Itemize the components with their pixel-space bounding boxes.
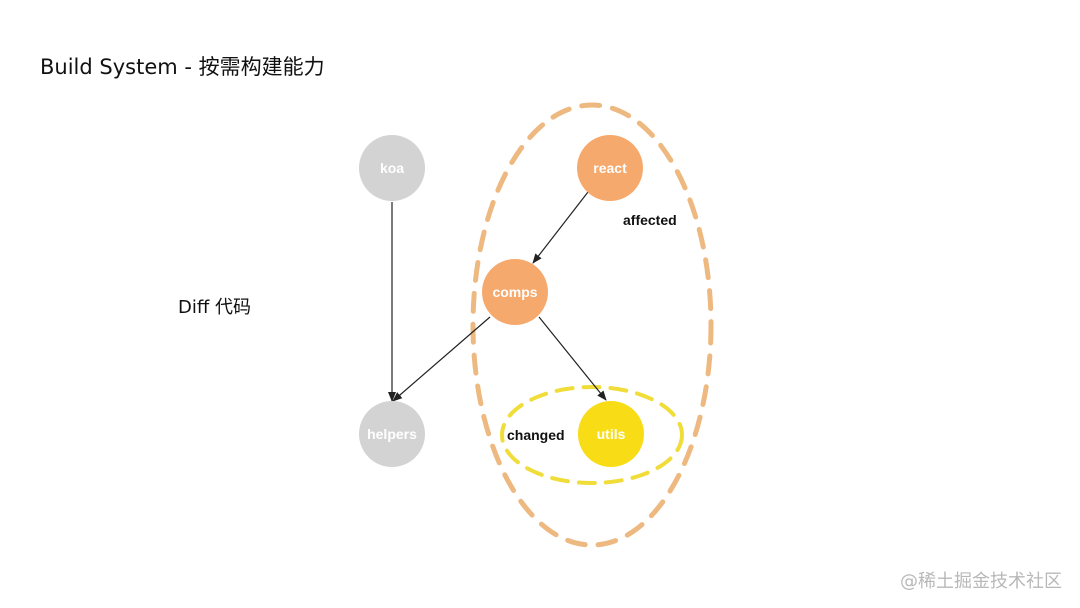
edge-react-comps [532,191,589,264]
changed-label: changed [507,427,565,443]
node-comps: comps [482,259,548,325]
edge-comps-helpers [392,316,491,402]
node-helpers: helpers [359,401,425,467]
node-utils-label: utils [597,426,626,442]
affected-boundary [470,102,714,548]
affected-label: affected [623,212,677,228]
node-koa-label: koa [380,160,404,176]
slide-title: Build System - 按需构建能力 [40,55,325,79]
node-react-label: react [593,160,627,176]
node-utils: utils [578,401,644,467]
node-koa: koa [359,135,425,201]
watermark: @稀土掘金技术社区 [900,571,1062,592]
node-react: react [577,135,643,201]
node-helpers-label: helpers [367,426,417,442]
edge-comps-utils [538,316,607,401]
node-comps-label: comps [492,284,537,300]
changed-boundary [500,385,684,485]
diff-code-label: Diff 代码 [178,297,251,318]
